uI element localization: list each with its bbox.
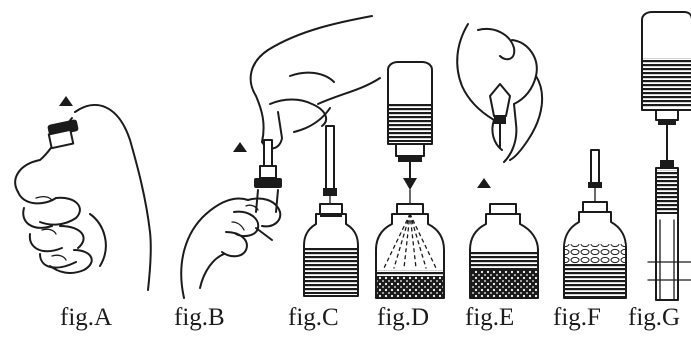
arrow-up-icon (477, 178, 491, 188)
caption-fig-a: fig.A (60, 303, 112, 333)
injector-pen-icon (326, 126, 334, 190)
fig-g-drawing (642, 12, 691, 300)
vial-icon (304, 204, 358, 296)
arrow-up-icon (233, 142, 247, 152)
arrow-down-icon (403, 178, 417, 190)
fig-c-drawing (304, 126, 358, 296)
fig-a-drawing (15, 96, 151, 290)
syringe-icon (648, 160, 691, 300)
caption-fig-c: fig.C (288, 303, 339, 333)
fig-d-drawing (376, 62, 444, 298)
caption-fig-g: fig.G (628, 303, 680, 333)
vial-icon (564, 202, 626, 298)
upper-hand-icon (251, 16, 380, 148)
fig-e-drawing (457, 24, 542, 298)
caption-fig-b: fig.B (174, 303, 225, 333)
solvent-bottle-icon (388, 62, 432, 162)
hand-icon (15, 105, 151, 290)
fig-f-drawing (564, 150, 626, 298)
caption-fig-e: fig.E (465, 303, 514, 333)
lower-hand-icon (181, 199, 280, 299)
inverted-vial-icon (642, 12, 691, 125)
syringe-icon (588, 150, 602, 206)
caption-fig-f: fig.F (553, 303, 601, 333)
arrow-up-icon (59, 96, 73, 106)
vial-cap-icon (47, 119, 79, 148)
vial-icon (470, 204, 538, 298)
vial-icon (376, 204, 444, 298)
syringe-icon (260, 140, 276, 178)
caption-fig-d: fig.D (377, 303, 429, 333)
